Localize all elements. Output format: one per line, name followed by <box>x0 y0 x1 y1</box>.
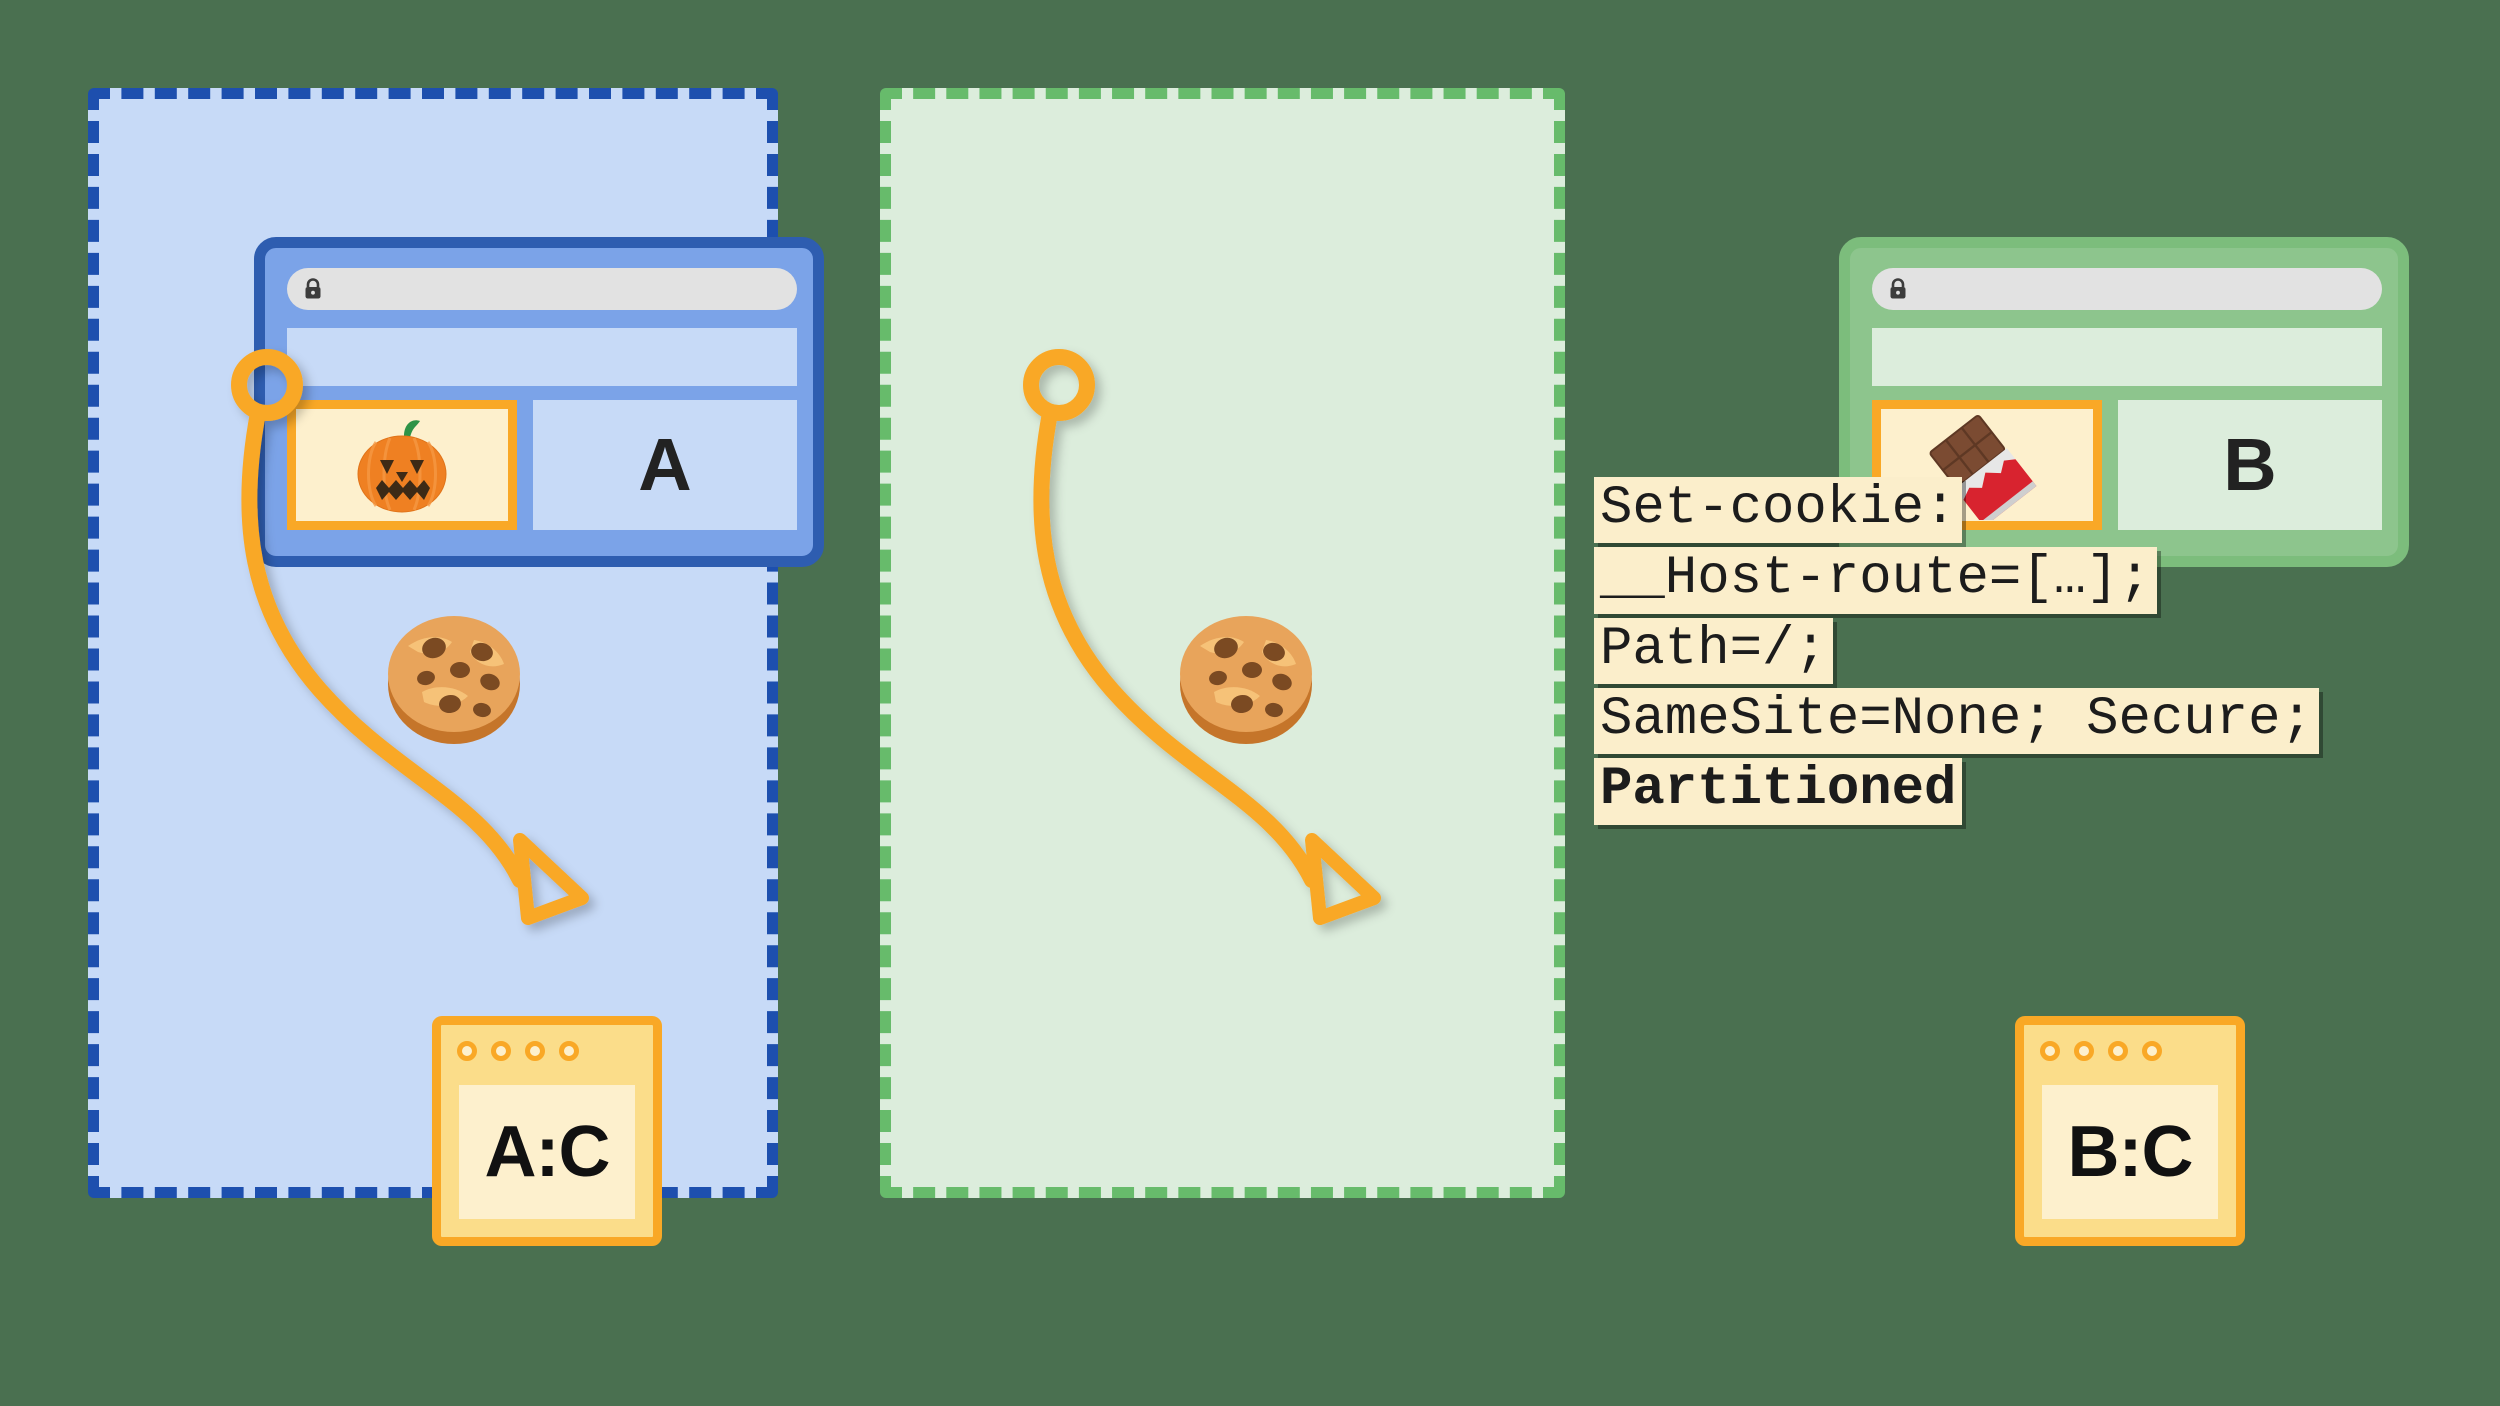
storage-dot <box>457 1041 477 1061</box>
address-bar-a[interactable] <box>287 268 797 310</box>
storage-label-a: A:C <box>484 1112 611 1192</box>
code-line: SameSite=None; Secure; <box>1594 687 2319 755</box>
code-line: __Host-route=[…]; <box>1594 547 2157 614</box>
address-bar-b[interactable] <box>1872 268 2382 310</box>
storage-dot <box>2108 1041 2128 1061</box>
storage-dot <box>559 1041 579 1061</box>
storage-label-b: B:C <box>2067 1112 2194 1192</box>
storage-dot <box>2142 1041 2162 1061</box>
set-cookie-header-block: Set-cookie: __Host-route=[…]; Path=/; Sa… <box>1594 477 2319 829</box>
context-label-b: B <box>2223 423 2277 506</box>
browser-window-b: B <box>1839 237 2409 567</box>
cookie-icon <box>1170 600 1322 757</box>
page-label-box-a: A <box>533 400 797 530</box>
partitioned-storage-a: A:C <box>432 1016 662 1246</box>
page-placeholder-row-b <box>1872 328 2382 386</box>
storage-screen-a: A:C <box>459 1085 635 1219</box>
lock-icon <box>1890 278 1906 299</box>
lock-icon <box>305 278 321 299</box>
code-line-partitioned: Partitioned <box>1594 758 1963 825</box>
storage-dot <box>525 1041 545 1061</box>
storage-dot <box>2074 1041 2094 1061</box>
storage-dots-a <box>457 1041 579 1061</box>
embedded-iframe-a <box>287 400 517 530</box>
code-line: Set-cookie: <box>1594 477 1963 544</box>
cookie-icon <box>378 600 530 757</box>
code-line: Path=/; <box>1594 617 1833 684</box>
chocolate-bar-icon <box>1881 409 2093 521</box>
page-label-box-b: B <box>2118 400 2382 530</box>
context-label-a: A <box>638 423 692 506</box>
page-content-row-a: A <box>287 400 797 530</box>
jack-o-lantern-icon <box>296 409 508 521</box>
storage-dots-b <box>2040 1041 2162 1061</box>
page-placeholder-row-a <box>287 328 797 386</box>
storage-screen-b: B:C <box>2042 1085 2218 1219</box>
partitioned-storage-b: B:C <box>2015 1016 2245 1246</box>
browser-window-a: A <box>254 237 824 567</box>
storage-dot <box>491 1041 511 1061</box>
storage-dot <box>2040 1041 2060 1061</box>
